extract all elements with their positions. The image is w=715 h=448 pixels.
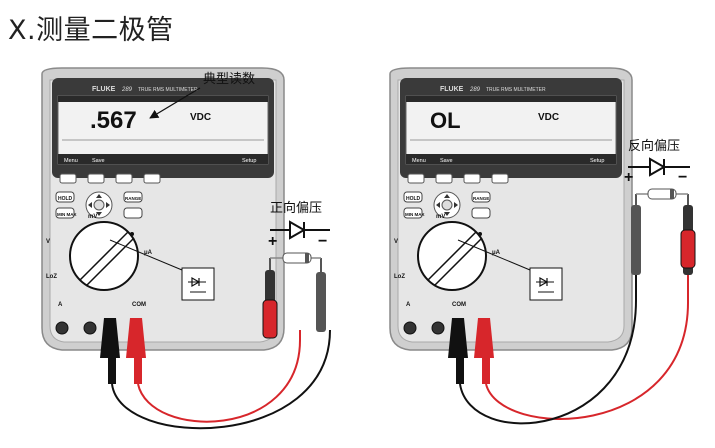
lcd-screen xyxy=(405,95,617,165)
red-lead-right xyxy=(485,220,690,420)
forward-bias-label: 正向偏压 xyxy=(270,200,322,215)
dial-label-mv: mV xyxy=(88,214,97,220)
softkey-setup[interactable]: Setup xyxy=(590,158,604,164)
probe-plugs-right xyxy=(448,318,494,384)
typical-reading-label: 典型读数 xyxy=(203,71,255,86)
range-button[interactable] xyxy=(123,191,143,203)
fkey-row xyxy=(407,173,509,184)
jack-com-label: COM xyxy=(132,302,146,308)
multimeter-left: FLUKE 289 TRUE RMS MULTIMETER .567 VDC M… xyxy=(41,67,285,351)
brand-label: FLUKE xyxy=(92,86,116,93)
lcd-reading: .567 xyxy=(90,107,137,134)
lcd-unit: VDC xyxy=(190,112,211,123)
black-lead-left xyxy=(111,329,331,430)
model-label: 289 xyxy=(469,87,481,93)
jack-a[interactable] xyxy=(55,321,69,335)
subtitle-label: TRUE RMS MULTIMETER xyxy=(486,87,546,93)
reverse-plus: + xyxy=(624,169,633,186)
jack-com-label: COM xyxy=(452,302,466,308)
jack-ma[interactable] xyxy=(431,321,445,335)
softkey-menu[interactable]: Menu xyxy=(64,158,78,164)
diode-left xyxy=(270,252,321,264)
diode-symbol-forward: + − xyxy=(268,220,330,250)
forward-plus: + xyxy=(268,233,277,250)
dial-label-loz: LoZ xyxy=(394,274,405,280)
forward-minus: − xyxy=(318,233,327,250)
jack-a-label: A xyxy=(406,302,411,308)
fkey-row xyxy=(59,173,161,184)
softkey-save[interactable]: Save xyxy=(92,158,105,164)
softkey-save[interactable]: Save xyxy=(440,158,453,164)
info-button[interactable] xyxy=(123,207,143,219)
diode-symbol-reverse: + − xyxy=(624,157,690,186)
info-button[interactable] xyxy=(471,207,491,219)
lcd-unit: VDC xyxy=(538,112,559,123)
diode-mode-callout-right xyxy=(529,267,563,301)
range-label: RANGE xyxy=(473,196,489,201)
minmax-label: MIN MAX xyxy=(57,212,77,217)
diode-right xyxy=(636,188,688,200)
dial-label-loz: LoZ xyxy=(46,274,57,280)
probe-plugs-left xyxy=(100,318,146,384)
lcd-reading: OL xyxy=(430,108,461,133)
dial-label-ua: μA xyxy=(492,250,501,256)
range-button[interactable] xyxy=(471,191,491,203)
jack-ma[interactable] xyxy=(83,321,97,335)
probe-right-black xyxy=(631,194,641,275)
softkey-setup[interactable]: Setup xyxy=(242,158,256,164)
dial-label-ua: μA xyxy=(144,250,153,256)
reverse-minus: − xyxy=(678,169,687,186)
minmax-button[interactable] xyxy=(403,207,423,219)
minmax-label: MIN MAX xyxy=(405,212,425,217)
hold-button[interactable] xyxy=(403,191,423,203)
red-lead-left xyxy=(137,330,301,423)
hold-label: HOLD xyxy=(406,196,421,202)
hold-label: HOLD xyxy=(58,196,73,202)
reverse-bias-label: 反向偏压 xyxy=(628,138,680,153)
probe-left-red xyxy=(262,258,278,339)
brand-label: FLUKE xyxy=(440,86,464,93)
dial-label-mv: mV xyxy=(436,214,445,220)
probe-right-red xyxy=(680,194,696,275)
hold-button[interactable] xyxy=(55,191,75,203)
lcd-screen xyxy=(57,95,269,165)
minmax-button[interactable] xyxy=(55,207,75,219)
jack-a[interactable] xyxy=(403,321,417,335)
dial-label-v: V xyxy=(46,239,50,245)
model-label: 289 xyxy=(121,87,133,93)
subtitle-label: TRUE RMS MULTIMETER xyxy=(138,87,198,93)
softkey-menu[interactable]: Menu xyxy=(412,158,426,164)
black-lead-right xyxy=(459,220,637,425)
jack-a-label: A xyxy=(58,302,63,308)
probe-left-black xyxy=(316,258,326,332)
multimeter-right: FLUKE 289 TRUE RMS MULTIMETER OL VDC Men… xyxy=(389,67,633,351)
diode-mode-callout-left xyxy=(181,267,215,301)
dial-label-v: V xyxy=(394,239,398,245)
page-title: X.测量二极管 xyxy=(8,15,174,46)
range-label: RANGE xyxy=(125,196,141,201)
